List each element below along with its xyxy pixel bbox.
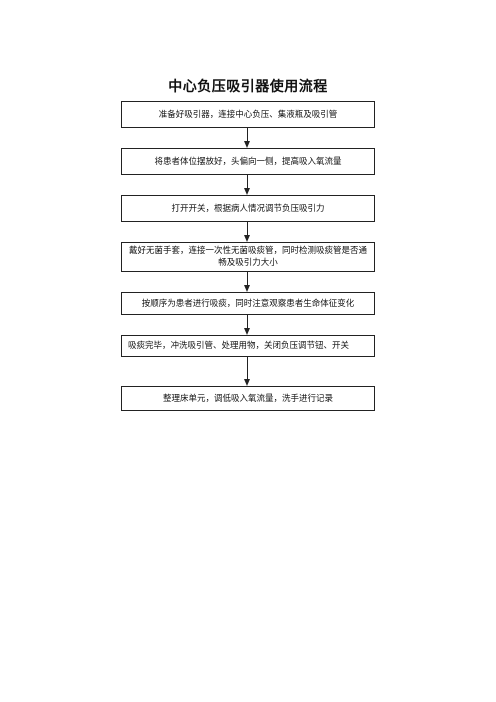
flow-step-6: 吸痰完毕，冲洗吸引管、处理用物，关闭负压调节钮、开关	[121, 335, 375, 357]
flowchart-title: 中心负压吸引器使用流程	[168, 79, 328, 95]
flow-arrow-2	[244, 175, 250, 195]
flow-step-2-text: 将患者体位摆放好，头偏向一侧，提高吸入氧流量	[154, 156, 342, 167]
flow-step-3-text: 打开开关，根据病人情况调节负压吸引力	[171, 203, 325, 214]
flow-step-1-text: 准备好吸引器，连接中心负压、集液瓶及吸引管	[158, 109, 338, 120]
flow-arrow-6	[244, 357, 250, 386]
arrow-down-icon	[244, 141, 250, 148]
flow-arrow-1	[244, 128, 250, 148]
arrow-down-icon	[244, 188, 250, 195]
flow-step-6-text: 吸痰完毕，冲洗吸引管、处理用物，关闭负压调节钮、开关	[128, 341, 350, 351]
arrow-down-icon	[244, 285, 250, 292]
flow-step-2: 将患者体位摆放好，头偏向一侧，提高吸入氧流量	[121, 148, 375, 175]
flow-step-1: 准备好吸引器，连接中心负压、集液瓶及吸引管	[121, 101, 375, 128]
flow-step-4-text: 戴好无菌手套，连接一次性无菌吸痰管，同时检测吸痰管是否通畅及吸引力大小	[128, 246, 367, 268]
flow-step-3: 打开开关，根据病人情况调节负压吸引力	[121, 195, 375, 222]
arrow-down-icon	[244, 235, 250, 242]
flow-step-5-text: 按顺序为患者进行吸痰，同时注意观察患者生命体征变化	[141, 298, 355, 309]
flow-step-7-text: 整理床单元，调低吸入氧流量，洗手进行记录	[162, 393, 333, 404]
arrow-down-icon	[244, 379, 250, 386]
arrow-down-icon	[244, 328, 250, 335]
flow-step-4: 戴好无菌手套，连接一次性无菌吸痰管，同时检测吸痰管是否通畅及吸引力大小	[121, 242, 375, 272]
flow-arrow-3	[244, 222, 250, 242]
flow-step-7: 整理床单元，调低吸入氧流量，洗手进行记录	[121, 386, 375, 411]
flow-arrow-4	[244, 272, 250, 292]
flow-step-5: 按顺序为患者进行吸痰，同时注意观察患者生命体征变化	[121, 292, 375, 315]
flow-arrow-5	[244, 315, 250, 335]
